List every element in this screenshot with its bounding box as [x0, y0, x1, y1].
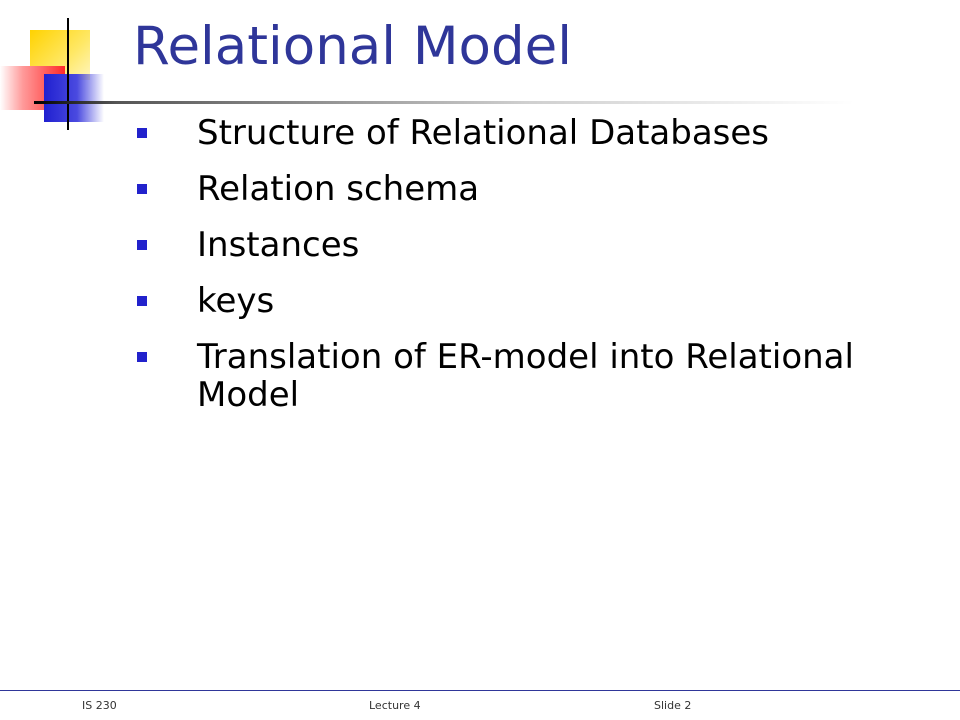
bullet-text: Instances [197, 225, 360, 265]
square-bullet-icon [137, 296, 147, 306]
bullet-item: Instances [137, 226, 937, 264]
footer-course: IS 230 [82, 699, 117, 712]
square-bullet-icon [137, 184, 147, 194]
square-bullet-icon [137, 128, 147, 138]
template-logo-graphic [0, 0, 130, 140]
bullet-item: Relation schema [137, 170, 937, 208]
bullet-item: keys [137, 282, 937, 320]
bullet-text: keys [197, 281, 275, 321]
square-bullet-icon [137, 352, 147, 362]
footer-slide-number: Slide 2 [654, 699, 692, 712]
logo-vertical-line [67, 18, 69, 130]
bullet-list: Structure of Relational Databases Relati… [137, 114, 937, 432]
bullet-text: Structure of Relational Databases [197, 113, 770, 153]
bullet-item: Structure of Relational Databases [137, 114, 937, 152]
bullet-text: Translation of ER-model into Relational … [197, 337, 854, 415]
logo-blue-square [44, 74, 104, 122]
square-bullet-icon [137, 240, 147, 250]
footer-divider [0, 690, 960, 691]
slide-title: Relational Model [133, 16, 572, 77]
footer-lecture: Lecture 4 [369, 699, 421, 712]
bullet-text: Relation schema [197, 169, 480, 209]
bullet-item: Translation of ER-model into Relational … [137, 338, 937, 414]
title-divider [34, 101, 854, 104]
